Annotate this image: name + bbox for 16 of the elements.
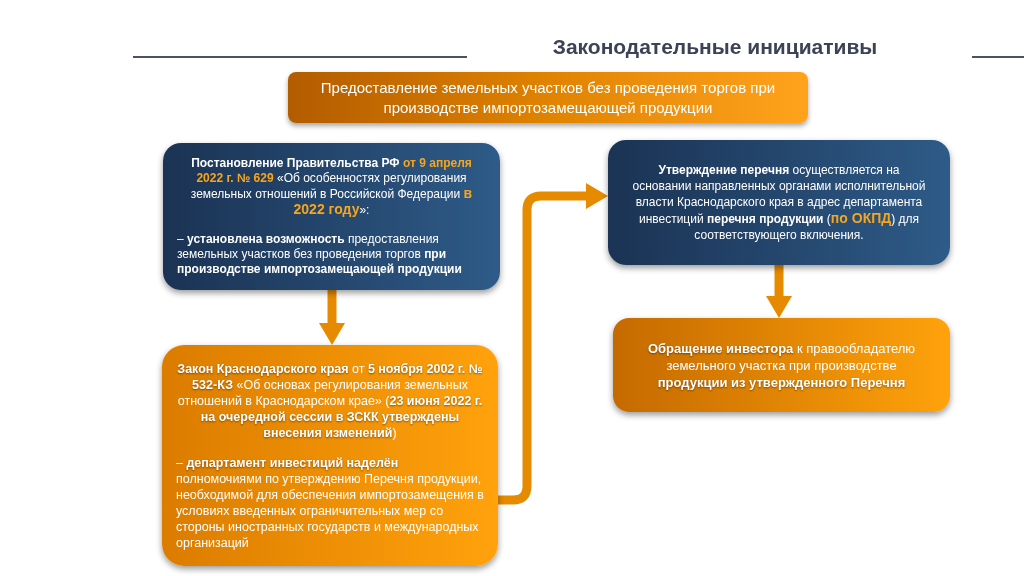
- card-text: Обращение инвестора к правообладателю земельного участка при производстве продукции из утвержденного Перечня: [646, 339, 917, 391]
- banner: [288, 72, 808, 123]
- info-card: [608, 140, 950, 265]
- page-title: Законодательные инициативы: [551, 34, 879, 60]
- bullet-text: – установлена возможность предоставления земельных участков без проведения торгов при производстве импортозамещающей продукции: [177, 232, 463, 277]
- bullet-text: – департамент инвестиций наделён полномочиями по утверждению Перечня продукции, необходимой для обеспечения импортозамещения в условиях введенных ограничительных мер со стороны иностранных государств и международных организаций: [176, 454, 484, 551]
- info-card: [162, 345, 498, 566]
- banner-text: Предоставление земельных участков без проведения торгов при производстве импортозамещающей продукции: [319, 77, 777, 118]
- arrow: [766, 265, 792, 318]
- info-card: [613, 318, 950, 412]
- card-text: Постановление Правительства РФ от 9 апреля 2022 г. № 629 «Об особенностях регулирования земельных отношений в Российской Федерации в 2022 году»:: [189, 156, 474, 218]
- arrow: [498, 183, 608, 505]
- card-text: Утверждение перечня осуществляется на основании направленных органами исполнительной власти Краснодарского края в адрес департамента инвестиций перечня продукции (по ОКПД) для соответствующего включения.: [631, 162, 927, 243]
- info-card: [163, 143, 500, 290]
- card-text: Закон Краснодарского края от 5 ноября 2002 г. № 532-КЗ «Об основах регулирования земельных отношений в Краснодарском крае» (23 июня 2022 г. на очередной сессии в ЗСКК утверждены внесения изменений): [176, 360, 484, 441]
- arrow: [319, 290, 345, 345]
